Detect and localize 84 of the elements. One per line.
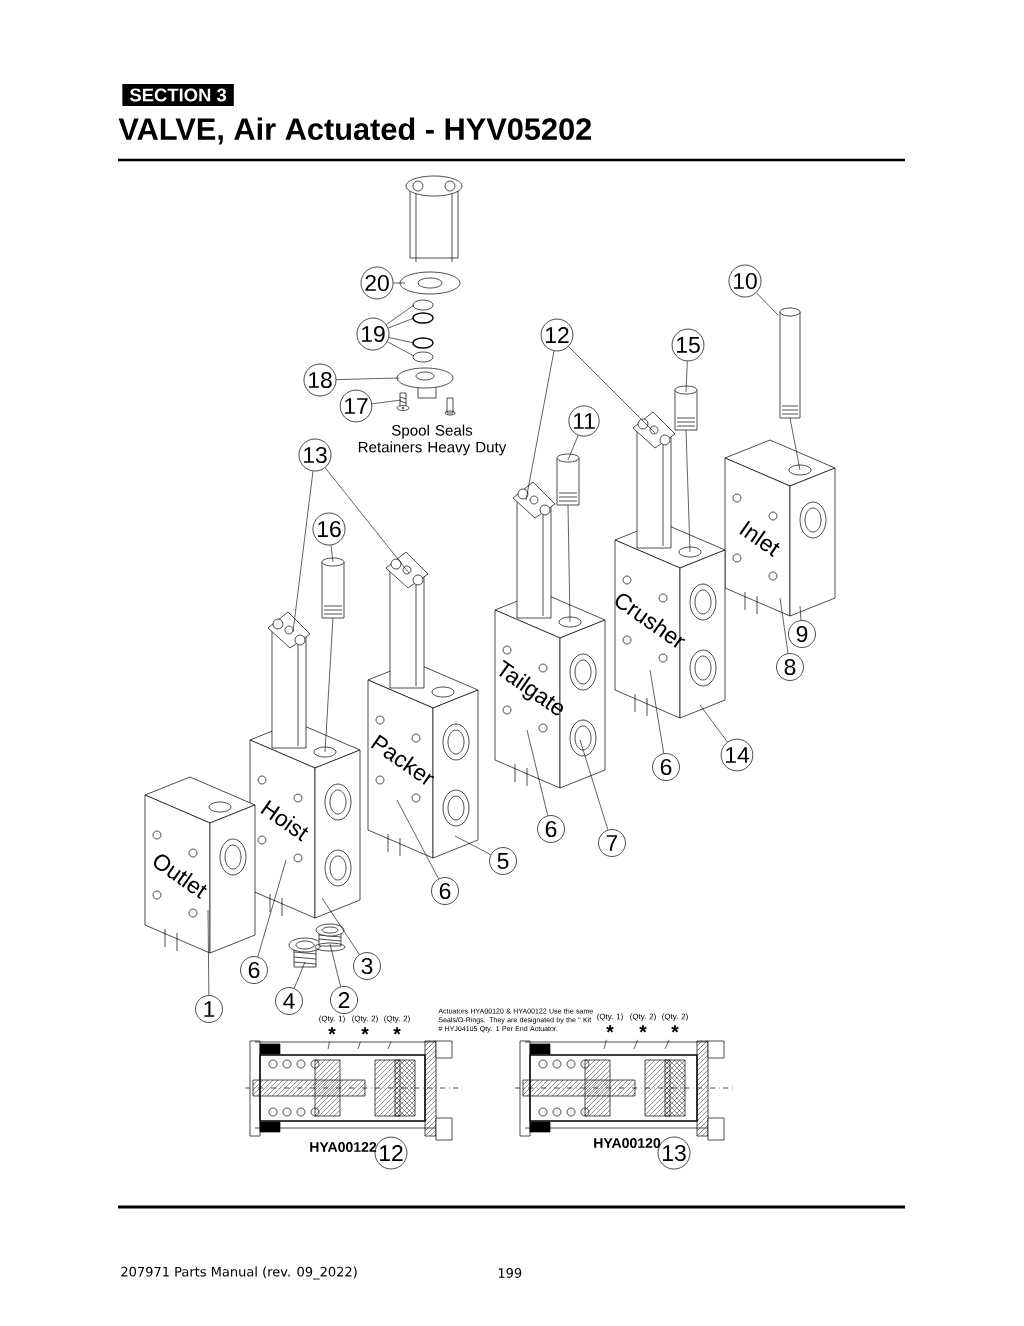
callout-number: 13 [298,438,332,472]
leader-line [756,292,779,316]
callout-number: 6 [240,956,268,984]
alignment-line [567,504,571,623]
callout-number: 8 [776,653,804,681]
leader-line [386,304,415,325]
leader-line [293,961,306,989]
callout-number: 6 [431,877,459,905]
leader-line [388,337,415,344]
callout-number: 18 [303,363,337,397]
leader-line [603,1039,607,1050]
o-ring [412,312,434,324]
actuator-drawing [512,481,556,619]
callout-number: 4 [275,987,303,1015]
screw-drawing [396,392,410,411]
leader-line [387,317,415,329]
leader-line [396,799,439,880]
actuator-drawing [267,611,311,749]
alignment-line [685,429,691,553]
leader-line [387,1041,392,1050]
alignment-line [324,617,334,753]
callout-number: 9 [788,620,816,648]
footer-text: 207971 Parts Manual (rev. 09_2022) [121,1266,357,1280]
callout-number: 6 [537,815,565,843]
leader-line [371,399,402,405]
o-ring [412,351,434,363]
leader-line [387,341,415,357]
leader-line [336,377,400,380]
retainer-drawing [396,367,454,399]
plug-drawing [314,923,346,952]
leader-line [633,1039,638,1050]
cartridge-drawing [779,307,801,419]
callout-number: 17 [339,389,373,423]
callout-number: 11 [568,405,600,437]
callout-number: 2 [330,986,358,1014]
callout-number: 19 [356,317,390,351]
leader-line [357,1041,361,1050]
leader-line [292,470,314,633]
callout-number: 14 [720,738,754,772]
leader-line [257,859,287,957]
section-badge: SECTION 3 [122,84,234,106]
alignment-line [789,417,801,471]
leader-line [526,729,549,816]
cross-section-drawing [244,1040,465,1141]
leader-line [329,943,341,987]
note-text: Spool Seals Retainers Heavy Duty [358,424,507,456]
leader-line [525,350,555,501]
leader-line [568,346,656,434]
valve-section: Inlet [724,439,836,617]
leader-line [685,361,688,393]
plug-drawing [288,937,322,968]
callout-number: 10 [728,264,762,298]
leader-line [393,282,406,284]
leader-line [330,544,334,563]
title: VALVE, Air Actuated - HYV05202 [118,117,592,145]
actuator-drawing [632,411,676,549]
flange-drawing [399,271,461,295]
cartridge-drawing [321,557,345,619]
page-number: 199 [498,1268,522,1278]
callout-number: 6 [652,753,680,781]
actuator-drawing [385,551,429,689]
leader-line [321,897,360,955]
leader-line [567,435,579,461]
leader-line [454,835,492,855]
callout-number: 1 [195,995,223,1023]
o-ring [412,337,434,349]
callout-number: 7 [598,829,626,857]
part-number: HYA00122 [310,1142,377,1152]
callout-number: 12 [540,318,574,352]
callout-number: 5 [489,847,517,875]
leader-line [207,909,210,996]
cartridge-drawing [556,453,580,506]
leader-line [779,597,789,654]
callout-number: 3 [353,952,381,980]
leader-line [664,1039,670,1050]
leader-line [327,1041,330,1050]
leader-line [799,605,802,621]
leader-line [579,739,609,831]
o-ring [412,299,434,311]
callout-number: 20 [360,266,394,300]
cartridge-drawing [674,385,698,431]
callout-number: 15 [671,328,705,362]
callout-number: 16 [312,512,346,546]
leader-line [324,467,410,574]
